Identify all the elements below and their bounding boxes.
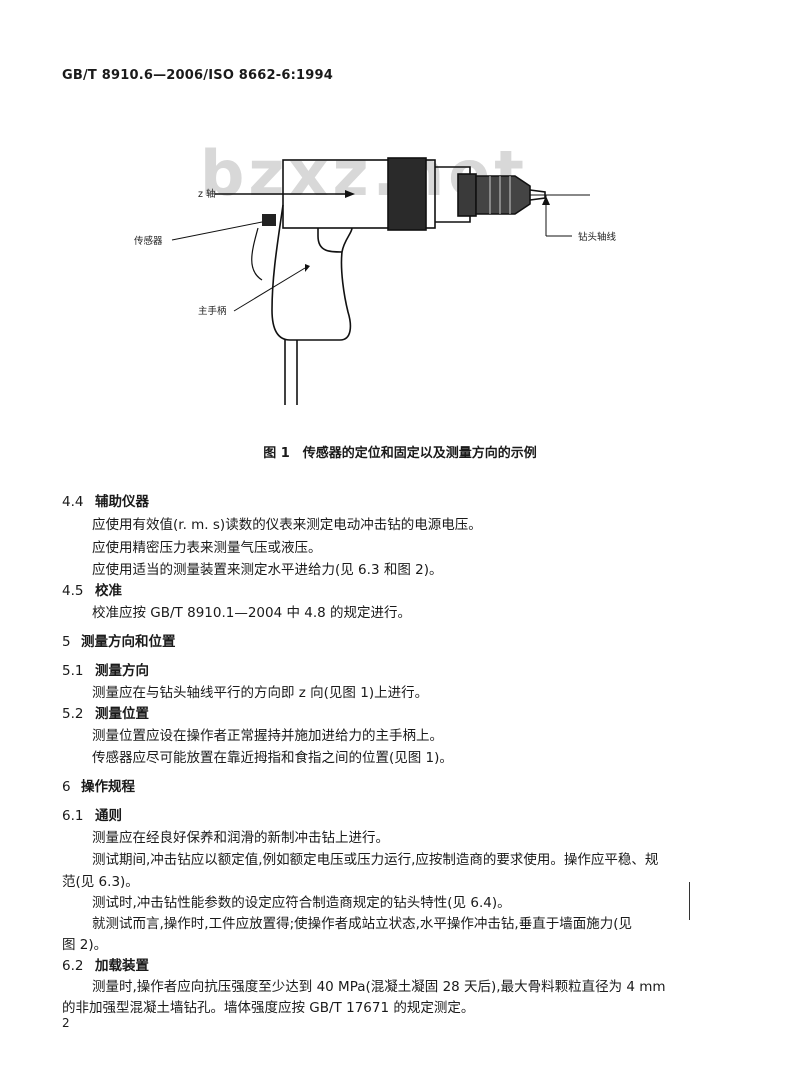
- section-5-2-line-1: 测量位置应设在操作者正常握持并施加进给力的主手柄上。: [92, 728, 443, 744]
- section-6-2-line-2: 的非加强型混凝土墙钻孔。墙体强度应按 GB/T 17671 的规定测定。: [62, 1000, 475, 1016]
- sensor-label: 传感器: [134, 235, 163, 247]
- section-6-1-line-6: 图 2)。: [62, 937, 108, 953]
- section-6-1-line-4: 测试时,冲击钻性能参数的设定应符合制造商规定的钻头特性(见 6.4)。: [92, 895, 511, 911]
- section-6-1-line-2: 测试期间,冲击钻应以额定值,例如额定电压或压力运行,应按制造商的要求使用。操作应…: [92, 852, 659, 868]
- section-6-1-line-5: 就测试而言,操作时,工件应放置得;使操作者成站立状态,水平操作冲击钻,垂直于墙面…: [92, 916, 632, 932]
- figure-caption: 图 1 传感器的定位和固定以及测量方向的示例: [263, 446, 537, 461]
- z-axis-label: z 轴: [198, 188, 216, 200]
- section-6-1-line-1: 测量应在经良好保养和润滑的新制冲击钻上进行。: [92, 830, 389, 846]
- change-bar: [689, 882, 690, 920]
- section-4-4-line-2: 应使用精密压力表来测量气压或液压。: [92, 540, 322, 556]
- section-4-4-line-3: 应使用适当的测量装置来测定水平进给力(见 6.3 和图 2)。: [92, 562, 443, 578]
- section-5-1-line-1: 测量应在与钻头轴线平行的方向即 z 向(见图 1)上进行。: [92, 685, 429, 701]
- page-number: 2: [62, 1016, 70, 1030]
- standard-code-header: GB/T 8910.6—2006/ISO 8662-6:1994: [62, 68, 333, 83]
- main-handle-label: 主手柄: [198, 305, 227, 317]
- section-6-2-line-1: 测量时,操作者应向抗压强度至少达到 40 MPa(混凝土凝固 28 天后),最大…: [92, 979, 666, 995]
- drill-axis-label: 钻头轴线: [578, 231, 617, 243]
- drill-figure: bzxz.net z 轴 钻头轴线 传感器 主手柄: [134, 137, 617, 405]
- section-6-1-line-3: 范(见 6.3)。: [62, 874, 139, 890]
- section-4-4-line-1: 应使用有效值(r. m. s)读数的仪表来测定电动冲击钻的电源电压。: [92, 517, 482, 533]
- section-4-5-line-1: 校准应按 GB/T 8910.1—2004 中 4.8 的规定进行。: [92, 605, 412, 621]
- section-5-2-line-2: 传感器应尽可能放置在靠近拇指和食指之间的位置(见图 1)。: [92, 750, 453, 766]
